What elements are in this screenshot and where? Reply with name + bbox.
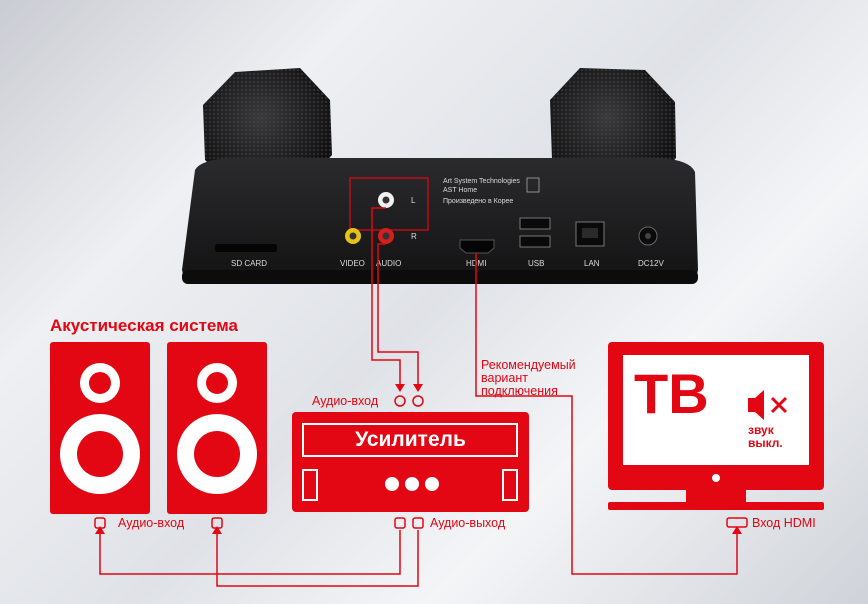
amp-input-port-l bbox=[394, 395, 406, 407]
dc-label: DC12V bbox=[638, 259, 664, 268]
amp-output-port-l bbox=[394, 517, 406, 529]
recommended-line1: Рекомендуемый bbox=[481, 358, 576, 372]
audio-cable-r bbox=[377, 243, 419, 388]
speaker-muted-icon bbox=[748, 390, 788, 420]
video-label: VIDEO bbox=[340, 259, 365, 268]
made-in-label: Произведено в Корее bbox=[443, 198, 514, 205]
amp-input-port-r bbox=[412, 395, 424, 407]
hdmi-port bbox=[459, 239, 495, 254]
usb-label: USB bbox=[528, 259, 545, 268]
tv-hdmi-input-label: Вход HDMI bbox=[752, 516, 816, 530]
tv-title: ТВ bbox=[634, 362, 709, 425]
usb-port-1 bbox=[519, 217, 551, 230]
port-r-label: R bbox=[411, 232, 417, 241]
speakers-input-label: Аудио-вход bbox=[118, 516, 185, 530]
recommended-line2: вариант bbox=[481, 371, 528, 385]
speakers-title: Акустическая система bbox=[50, 316, 238, 335]
usb-port-2 bbox=[519, 235, 551, 248]
tv-sound-off: звук выкл. bbox=[748, 424, 783, 450]
audio-cable-l bbox=[371, 207, 401, 388]
speaker-right bbox=[167, 342, 267, 514]
device-body bbox=[182, 158, 698, 284]
arrow-amp-in-l bbox=[395, 384, 405, 392]
sd-card-label: SD CARD bbox=[231, 259, 268, 268]
tv-sound-off-line1: звук bbox=[748, 423, 774, 437]
arrow-speaker-2 bbox=[212, 526, 222, 534]
tv-sound-off-line2: выкл. bbox=[748, 436, 783, 450]
speaker-1-input-port bbox=[94, 517, 106, 529]
sd-card-slot bbox=[215, 244, 277, 252]
lan-label: LAN bbox=[584, 259, 600, 268]
arrow-speaker-1 bbox=[95, 526, 105, 534]
amp-output-port-r bbox=[412, 517, 424, 529]
port-l-label: L bbox=[411, 196, 416, 205]
recommended-line3: подключения bbox=[481, 384, 558, 398]
recommended-note: Рекомендуемый вариант подключения bbox=[481, 359, 576, 398]
speaker-cable-2 bbox=[216, 530, 419, 587]
amplifier bbox=[292, 412, 529, 512]
amp-input-label: Аудио-вход bbox=[312, 394, 379, 408]
arrow-amp-in-r bbox=[413, 384, 423, 392]
tv-hdmi-input-port bbox=[726, 517, 748, 528]
eac-logo bbox=[526, 177, 540, 193]
brand-line1: Art System Technologies bbox=[443, 178, 520, 185]
brand-line2: AST Home bbox=[443, 187, 478, 194]
tv bbox=[608, 342, 824, 510]
amp-title: Усилитель bbox=[355, 428, 466, 451]
hdmi-cable bbox=[475, 253, 738, 575]
amp-output-label: Аудио-выход bbox=[430, 516, 506, 530]
audio-label: AUDIO bbox=[376, 259, 402, 268]
arrow-tv-hdmi bbox=[732, 526, 742, 534]
speaker-2-input-port bbox=[211, 517, 223, 529]
speaker-left bbox=[50, 342, 150, 514]
speaker-cable-1 bbox=[99, 530, 401, 575]
